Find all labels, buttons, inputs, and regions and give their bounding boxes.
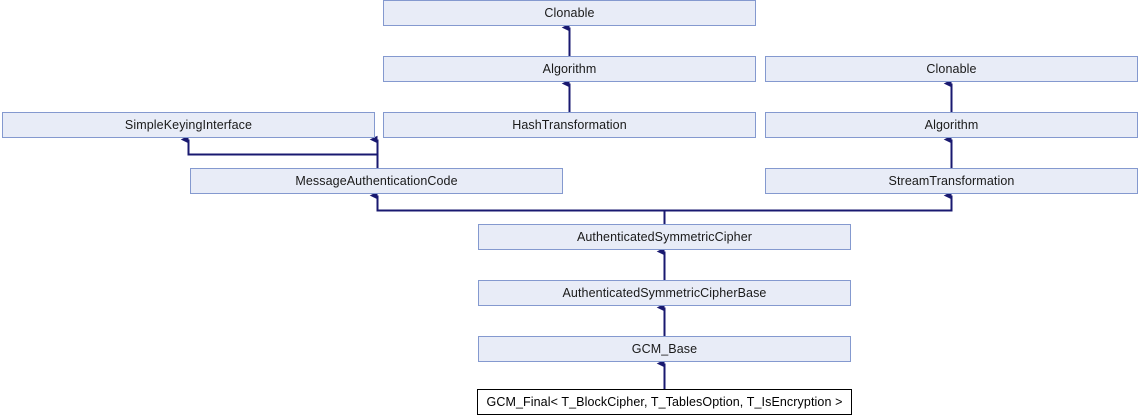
class-node-label: AuthenticatedSymmetricCipher — [576, 229, 753, 244]
edge-mac-to-simplekeyinginterface — [180, 135, 379, 168]
class-node-algorithm-left[interactable]: Algorithm — [383, 56, 756, 82]
class-node-label: HashTransformation — [512, 117, 627, 132]
class-node-gcm-final[interactable]: GCM_Final< T_BlockCipher, T_TablesOption… — [477, 389, 852, 415]
class-node-authenticated-symmetric-cipher[interactable]: AuthenticatedSymmetricCipher — [478, 224, 851, 250]
class-node-label: AuthenticatedSymmetricCipherBase — [562, 285, 767, 300]
class-node-label: Algorithm — [924, 117, 979, 132]
class-node-stream-transformation[interactable]: StreamTransformation — [765, 168, 1138, 194]
class-node-algorithm-right[interactable]: Algorithm — [765, 112, 1138, 138]
class-node-label: GCM_Final< T_BlockCipher, T_TablesOption… — [486, 394, 843, 409]
class-node-message-authentication-code[interactable]: MessageAuthenticationCode — [190, 168, 563, 194]
class-node-clonable-top[interactable]: Clonable — [383, 0, 756, 26]
class-node-label: StreamTransformation — [888, 173, 1015, 188]
class-node-authenticated-symmetric-cipher-base[interactable]: AuthenticatedSymmetricCipherBase — [478, 280, 851, 306]
class-node-simple-keying-interface[interactable]: SimpleKeyingInterface — [2, 112, 375, 138]
class-node-label: Algorithm — [542, 61, 597, 76]
class-node-label: Clonable — [544, 5, 595, 20]
class-node-label: MessageAuthenticationCode — [295, 173, 458, 188]
edge-asc-to-streamtransformation — [663, 191, 953, 224]
class-node-label: Clonable — [926, 61, 977, 76]
edge-asc-to-mac — [369, 191, 666, 224]
class-node-label: GCM_Base — [631, 341, 698, 356]
class-node-label: SimpleKeyingInterface — [124, 117, 253, 132]
class-node-hash-transformation[interactable]: HashTransformation — [383, 112, 756, 138]
class-node-gcm-base[interactable]: GCM_Base — [478, 336, 851, 362]
class-node-clonable-right[interactable]: Clonable — [765, 56, 1138, 82]
